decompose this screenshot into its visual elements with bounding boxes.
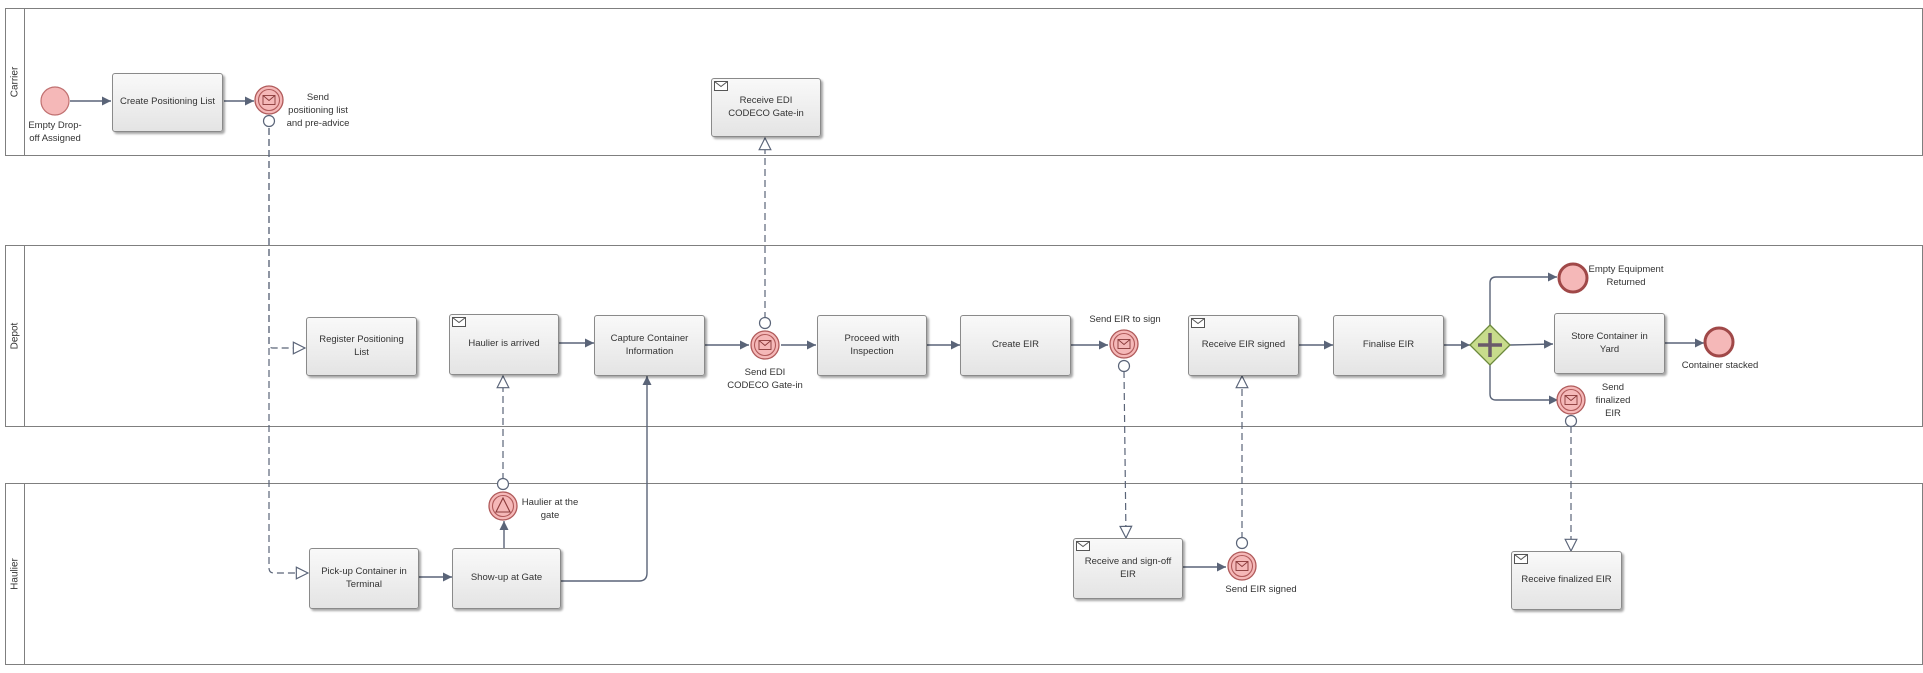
pool-haulier-label-column: Haulier [6,484,25,664]
flow-showup-to-capture [561,376,652,582]
flow-gateway-to-store-container [1509,339,1554,349]
send-eir-to-sign-event[interactable] [1109,329,1139,359]
label-send-eir-signed: Send EIR signed [1225,584,1297,595]
task-pickup-container-label: Pick-up Container in Terminal [321,565,407,590]
task-register-positioning-list-label: Register Positioning List [319,333,404,358]
parallel-gateway[interactable] [1469,324,1511,366]
start-event-circle[interactable] [40,86,70,116]
message-source-finalized-eir [1564,414,1578,428]
task-receive-edi-codeco[interactable]: Receive EDI CODECO Gate-in [711,78,821,137]
task-register-positioning-list[interactable]: Register Positioning List [306,317,417,376]
task-receive-edi-codeco-label: Receive EDI CODECO Gate-in [728,94,804,119]
task-create-positioning-list[interactable]: Create Positioning List [112,73,223,132]
message-flow-eir-to-sign-to-haulier [1124,370,1126,538]
pool-carrier-label-column: Carrier [6,9,25,155]
task-show-up-at-gate-label: Show-up at Gate [470,572,543,584]
send-edi-codeco-event[interactable] [750,330,780,360]
label-send-edi-codeco: Send EDI CODECO Gate-in [727,367,803,391]
message-flow-sources [262,114,1578,550]
end-event-empty-returned[interactable] [1557,262,1589,294]
task-pickup-container[interactable]: Pick-up Container in Terminal [309,548,419,609]
flow-gateway-to-send-finalized [1489,364,1558,405]
message-flow-send-list-to-pickup [268,128,308,573]
message-flow-send-list-to-register [268,128,305,348]
haulier-at-gate-event[interactable] [488,491,518,521]
label-haulier-at-gate: Haulier at the gate [521,497,579,521]
task-finalise-eir-label: Finalise EIR [1362,339,1415,351]
message-flows [268,128,1571,573]
message-source-codeco [758,316,772,330]
task-create-eir[interactable]: Create EIR [960,315,1071,376]
task-capture-container-info[interactable]: Capture Container Information [594,315,705,376]
label-empty-dropoff-assigned: Empty Drop-off Assigned [28,120,82,144]
message-source-haulier-gate [496,477,510,491]
task-receive-and-signoff-eir-label: Receive and sign-off EIR [1084,555,1172,580]
task-receive-and-signoff-eir[interactable]: Receive and sign-off EIR [1073,538,1183,599]
task-receive-finalized-eir-label: Receive finalized EIR [1521,574,1612,586]
task-store-container-in-yard-label: Store Container in Yard [1571,330,1648,355]
envelope-icon [714,81,728,91]
pool-depot-label-column: Depot [6,246,25,426]
envelope-icon [1076,541,1090,551]
task-store-container-in-yard[interactable]: Store Container in Yard [1554,313,1665,374]
task-proceed-with-inspection-label: Proceed with Inspection [844,332,900,357]
send-finalized-eir-event[interactable] [1556,385,1586,415]
plus-icon [1478,333,1502,357]
task-capture-container-info-label: Capture Container Information [610,332,689,357]
envelope-icon [452,317,466,327]
task-proceed-with-inspection[interactable]: Proceed with Inspection [817,315,927,376]
send-positioning-list-event[interactable] [254,85,284,115]
send-eir-signed-event[interactable] [1227,551,1257,581]
task-receive-finalized-eir[interactable]: Receive finalized EIR [1511,551,1622,610]
task-receive-eir-signed[interactable]: Receive EIR signed [1188,315,1299,376]
task-show-up-at-gate[interactable]: Show-up at Gate [452,548,561,609]
envelope-icon [1191,318,1205,328]
message-source-send-list [262,114,276,128]
task-haulier-is-arrived[interactable]: Haulier is arrived [449,314,559,375]
label-container-stacked: Container stacked [1681,360,1759,371]
sequence-flows [70,96,1704,582]
label-send-eir-to-sign: Send EIR to sign [1089,314,1161,325]
task-receive-eir-signed-label: Receive EIR signed [1201,339,1286,351]
message-source-eir-signed [1235,536,1249,550]
signal-triangle-icon [495,496,511,513]
task-create-positioning-list-label: Create Positioning List [119,96,216,108]
task-haulier-is-arrived-label: Haulier is arrived [468,338,540,350]
label-send-positioning-list: Send positioning list and pre-advice [286,92,350,129]
end-event-container-stacked[interactable] [1703,326,1735,358]
label-send-finalized-eir: Send finalized EIR [1595,382,1631,419]
task-finalise-eir[interactable]: Finalise EIR [1333,315,1444,376]
label-empty-equipment-returned: Empty Equipment Returned [1588,264,1664,288]
flow-gateway-to-empty-returned [1489,272,1557,326]
envelope-icon [1514,554,1528,564]
task-create-eir-label: Create EIR [992,339,1039,351]
message-source-eir-to-sign [1117,359,1131,373]
